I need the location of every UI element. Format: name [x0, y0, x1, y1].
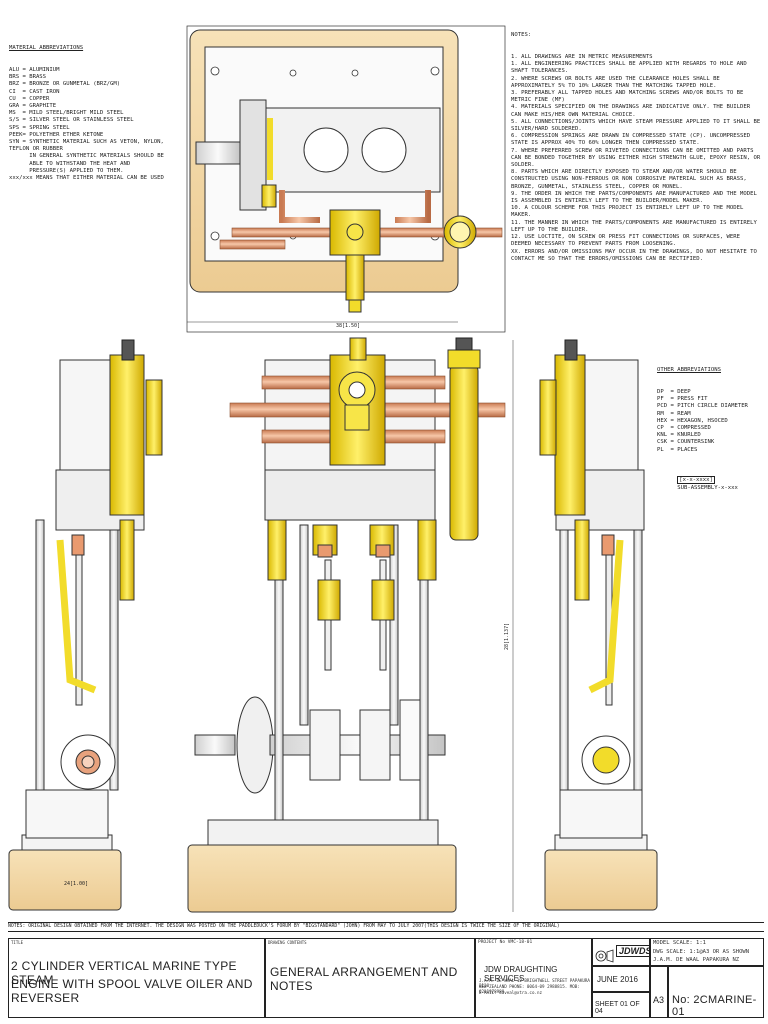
material-abbreviations-item: SYN = SYNTHETIC MATERIAL SUCH AS VETON, … — [9, 139, 164, 146]
material-abbreviations-item: CI = CAST IRON — [9, 88, 60, 95]
material-abbreviations-item: xxx/xxx MEANS THAT EITHER MATERIAL CAN B… — [9, 175, 164, 182]
scale-cell: MODEL SCALE: 1:1 DWG SCALE: 1:1@A3 OR AS… — [650, 938, 764, 966]
title-block: TITLE 2 CYLINDER VERTICAL MARINE TYPE ST… — [8, 938, 764, 1022]
top-width-dimension: 38[1.50] — [336, 323, 360, 329]
sheet-number: SHEET 01 OF 04 — [595, 1001, 640, 1015]
company-cell: PROJECT No VMC-18-01 JDW DRAUGHTING SERV… — [475, 938, 592, 1018]
drawing-contents: GENERAL ARRANGEMENT AND NOTES — [270, 965, 458, 993]
notes-item: 10. A COLOUR SCHEME FOR THIS PROJECT IS … — [511, 205, 747, 219]
material-abbreviations-item: S/S = SILVER STEEL OR STAINLESS STEEL — [9, 117, 134, 124]
material-abbreviations-item: TEFLON OR RUBBER — [9, 146, 63, 153]
left-width-dimension: 24[1.00] — [64, 881, 88, 887]
notes-item: 8. PARTS WHICH ARE DIRECTLY EXPOSED TO S… — [511, 169, 751, 190]
company-logo: JDWDS — [616, 945, 649, 957]
material-abbreviations-item: PEEK= POLYETHER ETHER KETONE — [9, 131, 104, 138]
material-abbreviations-item: IN GENERAL SYNTHETIC MATERIALS SHOULD BE — [9, 153, 164, 160]
logo-cell: JDWDS — [592, 938, 650, 966]
other-abbreviations-item: HEX = HEXAGON, HSOCED — [657, 417, 728, 424]
notes-item: 1. ALL DRAWINGS ARE IN METRIC MEASUREMEN… — [511, 54, 653, 61]
notes-block: NOTES: 1. ALL DRAWINGS ARE IN METRIC MEA… — [511, 18, 761, 277]
number-cell: No: 2CMARINE-01 — [668, 966, 764, 1018]
height-dimension: 28[1.137] — [504, 623, 510, 650]
other-abbreviations-item: CSK = COUNTERSINK — [657, 439, 715, 446]
sub-assembly-legend: [x-x-xxxx] SUB-ASSEMBLY-x-xxx — [657, 470, 765, 499]
right-side-view — [539, 339, 658, 911]
sub-assembly-label: SUB-ASSEMBLY-x-xxx — [677, 484, 738, 491]
drawing-scale: DWG SCALE: 1:1@A3 OR AS SHOWN — [653, 949, 750, 955]
other-abbreviations-item: CP = COMPRESSED — [657, 425, 711, 432]
notes-item: XX. ERRORS AND/OR OMISSIONS MAY OCCUR IN… — [511, 248, 761, 262]
company-address-2: NEW ZEALAND PHONE: 0064-09 2988815. MOB:… — [479, 984, 580, 994]
sub-assembly-box: [x-x-xxxx] — [677, 476, 715, 485]
material-abbreviations-title: MATERIAL ABBREVIATIONS — [9, 45, 84, 52]
contents-label: DRAWING CONTENTS — [268, 940, 307, 945]
copyright: J.A.M. DE WAAL PAPAKURA NZ — [653, 957, 740, 963]
material-abbreviations-item: ALU = ALUMINIUM — [9, 67, 60, 74]
notes-item: 1. ALL ENGINEERING PRACTICES SHALL BE AP… — [511, 61, 751, 75]
title-line-2: ENGINE WITH SPOOL VALVE OILER AND REVERS… — [11, 977, 253, 1005]
material-abbreviations-item: ABLE TO WITHSTAND THE HEAT AND — [9, 160, 131, 167]
notes-title: NOTES: — [511, 32, 532, 39]
notes-item: 11. THE MANNER IN WHICH THE PARTS/COMPON… — [511, 219, 761, 233]
projection-symbol-icon — [595, 949, 614, 963]
other-abbreviations-item: KNL = KNURLED — [657, 432, 701, 439]
notes-item: 2. WHERE SCREWS OR BOLTS ARE USED THE CL… — [511, 75, 724, 89]
top-view: 38[1.50] — [186, 25, 506, 333]
sheet-cell: SHEET 01 OF 04 — [592, 992, 650, 1018]
material-abbreviations-item: GRA = GRAPHITE — [9, 103, 57, 110]
material-abbreviations-item: MS = MILD STEEL/BRIGHT MILD STEEL — [9, 110, 124, 117]
notes-list: 1. ALL DRAWINGS ARE IN METRIC MEASUREMEN… — [511, 54, 761, 263]
contents-cell: DRAWING CONTENTS GENERAL ARRANGEMENT AND… — [265, 938, 475, 1018]
material-abbreviations-item: PRESSURE(S) APPLIED TO THEM. — [9, 167, 124, 174]
notes-item: 4. MATERIALS SPECIFIED ON THE DRAWINGS A… — [511, 104, 754, 118]
size-cell: A3 — [650, 966, 668, 1018]
other-abbreviations-item: PL = PLACES — [657, 446, 698, 453]
notes-item: 5. ALL CONNECTIONS/JOINTS WHICH HAVE STE… — [511, 118, 764, 133]
other-abbreviations-title: OTHER ABBREVIATIONS — [657, 367, 721, 374]
title-label: TITLE — [11, 940, 24, 945]
title-line-1: 2 CYLINDER VERTICAL MARINE TYPE STEAM — [11, 959, 237, 987]
notes-item: 6. COMPRESSION SPRINGS ARE DRAWN IN COMP… — [511, 133, 754, 147]
model-scale: MODEL SCALE: 1:1 — [653, 940, 706, 946]
title-cell: TITLE 2 CYLINDER VERTICAL MARINE TYPE ST… — [8, 938, 265, 1018]
other-abbreviations-item: PCD = PITCH CIRCLE DIAMETER — [657, 403, 748, 410]
material-abbreviations-item: BRZ = BRONZE OR GUNMETAL (BRZ/GM) — [9, 81, 121, 88]
company-email: E-MAIL: daveal@xtra.co.nz — [479, 990, 543, 995]
date-cell: JUNE 2016 — [592, 966, 650, 992]
other-abbreviations-item: RM = REAM — [657, 410, 691, 417]
material-abbreviations-item: SPS = SPRING STEEL — [9, 124, 70, 131]
drawing-date: JUNE 2016 — [597, 975, 638, 984]
notes-item: 7. WHERE PREFERRED SCREW OR RIVETED CONN… — [511, 147, 764, 169]
project-number: PROJECT No VMC-18-01 — [478, 940, 533, 945]
notes-item: 3. PREFERABLY ALL TAPPED HOLES AND MATCH… — [511, 90, 747, 104]
notes-item: 9. THE ORDER IN WHICH THE PARTS/COMPONEN… — [511, 190, 761, 205]
material-abbreviations-item: BRS = BRASS — [9, 74, 47, 81]
front-view: 28[1.137] — [187, 337, 514, 913]
other-abbreviations-item: DP = DEEP — [657, 389, 691, 396]
notes-item: 12. USE LOCTITE, ON SCREW OR PRESS FIT C… — [511, 234, 744, 248]
sheet-size: A3 — [653, 995, 665, 1005]
material-abbreviations-item: CU = COPPER — [9, 95, 50, 102]
drawing-number: No: 2CMARINE-01 — [672, 994, 757, 1018]
left-side-view: 24[1.00] — [8, 339, 163, 911]
original-design-note: NOTES: ORIGINAL DESIGN OBTAINED FROM THE… — [8, 922, 764, 932]
company-address-1: J.A.M. DE WAAL 12 BRIGHTWELL STREET PAPA… — [479, 978, 590, 988]
other-abbreviations-item: PF = PRESS FIT — [657, 396, 708, 403]
company-name: JDW DRAUGHTING SERVICES — [484, 965, 558, 983]
